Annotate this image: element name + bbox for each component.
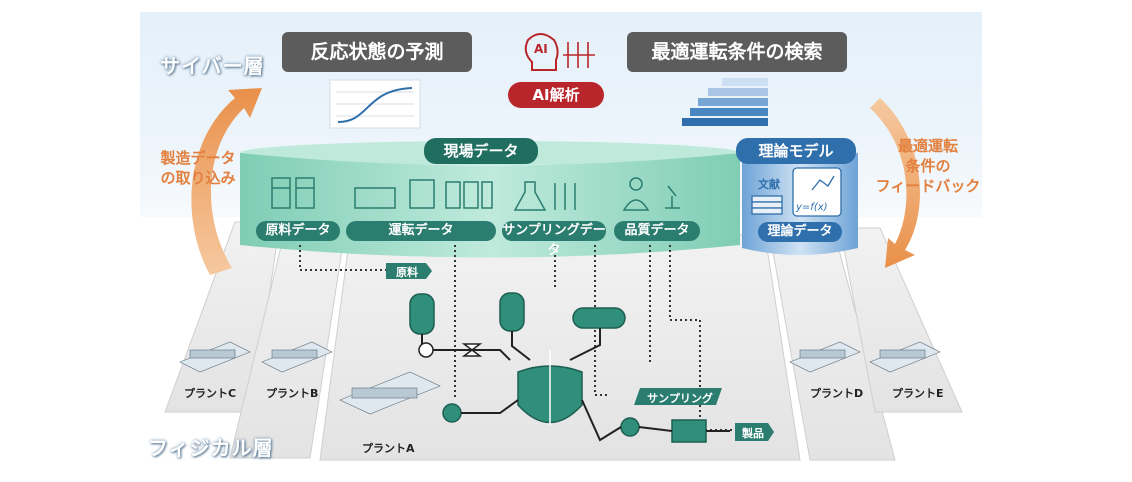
sigmoid-curve	[337, 87, 413, 123]
ai-icon-text: AI	[534, 42, 548, 56]
raw-material-tag: 原料	[396, 266, 418, 279]
plant-e-label: プラントE	[892, 387, 944, 400]
plant-a-label: プラントA	[362, 442, 415, 455]
sampling-data-label: サンプリングデータ	[502, 221, 606, 258]
literature-label: 文献	[758, 178, 780, 191]
operation-equipment-icon	[354, 179, 493, 209]
field-data-title: 現場データ	[424, 138, 538, 164]
product-tag: 製品	[742, 427, 764, 440]
plant-e-floor	[839, 227, 963, 413]
sampling-tag-shape	[634, 388, 722, 405]
operation-data-label: 運転データ	[346, 221, 496, 241]
right-arrow-line-1: 最適運転	[897, 137, 958, 155]
side-tank	[572, 307, 626, 329]
right-arrow-shape	[870, 98, 920, 268]
formula-label: y=f(x)	[796, 202, 828, 213]
quality-data-label: 品質データ	[614, 221, 700, 241]
process-pipes	[421, 328, 730, 442]
theory-model-title: 理論モデル	[736, 138, 856, 164]
factory-icon-e	[869, 341, 941, 373]
factory-icon-a	[339, 371, 441, 415]
left-arrow-label: 製造データ の取り込み	[148, 148, 248, 188]
reactor	[517, 350, 583, 425]
left-arrow-line-2: の取り込み	[160, 169, 236, 187]
plant-d-label: プラントD	[810, 387, 864, 400]
plant-c-label: プラントC	[184, 387, 237, 400]
raw-tank	[409, 293, 435, 335]
product-tag-shape	[735, 423, 774, 441]
right-arrow-label: 最適運転 条件の フィードバック	[868, 136, 988, 196]
factory-icon-d	[789, 341, 861, 373]
prediction-title: 反応状態の予測	[282, 32, 472, 72]
factory-icon-b	[261, 341, 333, 373]
formula-graph-icon	[792, 167, 842, 217]
raw-material-icon	[271, 177, 315, 209]
valve-icon	[418, 342, 434, 358]
theory-data-label: 理論データ	[758, 222, 842, 242]
cyber-layer-label: サイバー層	[160, 54, 265, 78]
sampling-flask-icon	[513, 181, 576, 211]
product-box	[671, 419, 707, 443]
ai-head-icon	[524, 33, 559, 71]
optimization-bars-icon	[682, 78, 768, 126]
right-arrow-line-3: フィードバック	[875, 177, 981, 195]
left-arrow-line-1: 製造データ	[160, 149, 236, 167]
feed-tank	[499, 292, 525, 332]
factory-icon-c	[179, 341, 251, 373]
raw-tag-shape	[386, 263, 432, 279]
right-arrow-line-2: 条件の	[905, 157, 951, 175]
literature-icon	[751, 195, 783, 215]
left-arrow-shape	[191, 88, 262, 275]
raw-data-label: 原料データ	[256, 221, 340, 241]
ai-analysis-badge: AI解析	[508, 82, 604, 108]
plant-b-label: プラントB	[266, 387, 319, 400]
optimal-search-title: 最適運転条件の検索	[627, 32, 847, 72]
signal-analysis-icon	[563, 42, 595, 68]
sampling-tag: サンプリング	[647, 392, 713, 405]
field-data-cylinder-body	[240, 153, 740, 258]
physical-layer-label: フィジカル層	[148, 436, 274, 460]
quality-inspector-icon	[622, 177, 680, 211]
control-valve-icon	[461, 343, 483, 357]
